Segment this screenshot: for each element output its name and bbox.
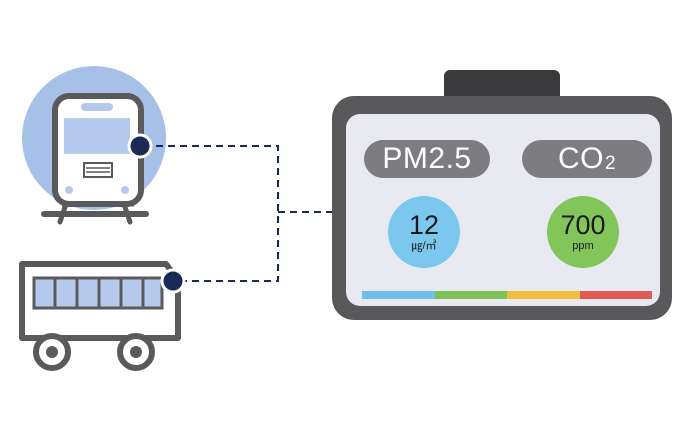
pm25-unit: ㎍/㎥	[411, 239, 437, 252]
co2-value: 700	[560, 209, 606, 240]
connector-lines	[144, 145, 332, 282]
pm25-reading: 12 ㎍/㎥	[388, 196, 460, 268]
scale-segment-good	[362, 291, 435, 299]
scale-segment-very-unhealthy	[579, 291, 652, 299]
co2-unit: ppm	[572, 239, 594, 252]
train-icon	[22, 66, 166, 225]
sensor-node-icon	[127, 133, 186, 294]
scale-segment-moderate	[434, 291, 507, 299]
pm25-value: 12	[408, 209, 440, 240]
co2-label-text: CO	[557, 142, 604, 175]
bus-icon	[19, 261, 181, 371]
co2-label-subscript: 2	[604, 153, 617, 174]
scale-segment-unhealthy	[507, 291, 580, 299]
pm25-label-text: PM2.5	[382, 142, 472, 175]
co2-reading: 700 ppm	[547, 196, 619, 268]
pm25-label: PM2.5	[364, 140, 490, 178]
air-quality-scale	[362, 291, 652, 299]
